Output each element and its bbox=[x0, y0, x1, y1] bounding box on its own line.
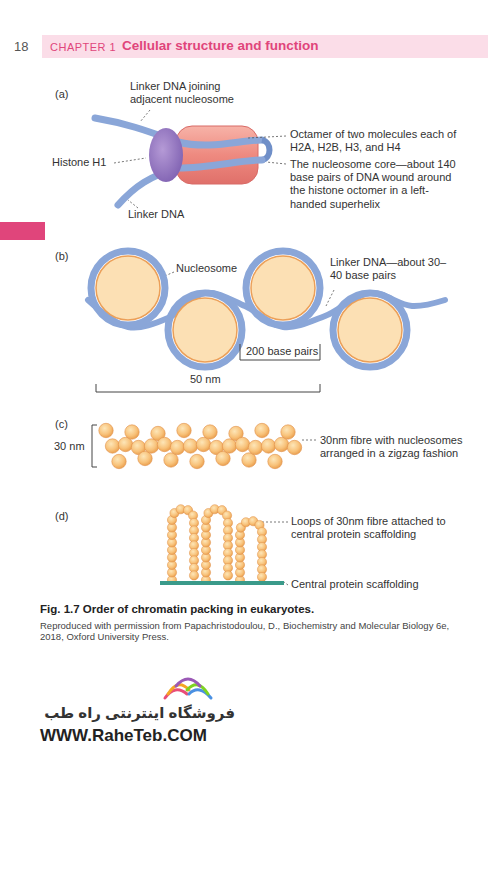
nucleosome-core bbox=[173, 298, 237, 362]
dna-wrap bbox=[178, 160, 262, 168]
nucleosome-bead bbox=[257, 572, 266, 581]
watermark-logo bbox=[165, 679, 211, 698]
nucleosome-bead bbox=[183, 439, 197, 453]
panel-letter: (a) bbox=[55, 88, 68, 101]
nucleosome-bead bbox=[125, 425, 139, 439]
watermark: فروشگاه اینترنتی راه طب bbox=[40, 704, 235, 722]
nucleosome-row bbox=[91, 251, 407, 367]
page-tab bbox=[0, 222, 45, 240]
callout-label: 30nm fibre with nucleosomes arranged in … bbox=[320, 434, 470, 460]
callout-label: Nucleosome bbox=[176, 262, 237, 275]
panel-letter: (c) bbox=[55, 418, 68, 431]
page-number: 18 bbox=[14, 39, 28, 55]
nucleosome-core bbox=[251, 256, 315, 320]
dna-wrap bbox=[178, 140, 262, 145]
leader-line bbox=[266, 162, 286, 164]
callout-label: Histone H1 bbox=[52, 156, 106, 169]
nucleosome-bead bbox=[281, 425, 295, 439]
nucleosome-bead bbox=[118, 437, 132, 451]
nucleosome-bead bbox=[248, 440, 262, 454]
nucleosome-bead bbox=[164, 453, 178, 467]
nucleosome-bead bbox=[112, 454, 126, 468]
nucleosome-bead bbox=[177, 423, 191, 437]
nucleosome-bead bbox=[261, 439, 275, 453]
nucleosome-bead bbox=[144, 439, 158, 453]
histone-octamer bbox=[176, 126, 258, 184]
nucleosome-bead bbox=[170, 440, 184, 454]
nucleosome-bead bbox=[235, 437, 249, 451]
callout-label: Loops of 30nm fibre attached to central … bbox=[291, 515, 476, 541]
nucleosome-bead bbox=[255, 423, 269, 437]
callout-label: Linker DNA joining adjacent nucleosome bbox=[130, 80, 248, 106]
nucleosome-bead bbox=[196, 437, 210, 451]
leader-line bbox=[300, 440, 316, 441]
credit-note: Reproduced with permission from Papachri… bbox=[40, 620, 470, 643]
leader-line bbox=[114, 158, 146, 163]
leader-line bbox=[284, 582, 288, 585]
nucleosome-core bbox=[338, 298, 402, 362]
nucleosome-bead bbox=[105, 439, 119, 453]
30nm-fibre bbox=[99, 423, 302, 468]
callout-label: Linker DNA—about 30–40 base pairs bbox=[330, 256, 452, 282]
dna-ring bbox=[246, 251, 320, 325]
nucleosome-bead bbox=[242, 453, 256, 467]
leader-line bbox=[128, 200, 138, 208]
bracket bbox=[96, 384, 320, 392]
dimension-label: 50 nm bbox=[190, 373, 221, 386]
bracket bbox=[240, 344, 320, 360]
nucleosome-bead bbox=[189, 571, 198, 580]
callout-label: Central protein scaffolding bbox=[291, 578, 419, 591]
dna-ring bbox=[91, 251, 165, 325]
fibre-beads bbox=[167, 505, 266, 585]
nucleosome-bead bbox=[287, 440, 301, 454]
running-title: Cellular structure and function bbox=[122, 38, 319, 54]
chapter-label: CHAPTER 1 bbox=[50, 41, 116, 54]
nucleosome-bead bbox=[268, 454, 282, 468]
leader-line bbox=[262, 522, 288, 523]
nucleosome-bead bbox=[99, 423, 113, 437]
panel-letter: (b) bbox=[55, 250, 68, 263]
dimension-label: 30 nm bbox=[54, 440, 85, 453]
dimension-brackets bbox=[92, 344, 320, 467]
logo-stroke bbox=[187, 685, 208, 694]
nucleosome-bead bbox=[274, 437, 288, 451]
nucleosome-detail bbox=[95, 118, 270, 205]
nucleosome-bead bbox=[216, 451, 230, 465]
header-band bbox=[42, 35, 488, 58]
leader-line bbox=[326, 290, 334, 306]
nucleosome-bead bbox=[157, 437, 171, 451]
panel-letter: (d) bbox=[55, 510, 68, 523]
protein-scaffold bbox=[160, 581, 284, 585]
nucleosome-bead bbox=[223, 571, 232, 580]
nucleosome-bead bbox=[138, 451, 152, 465]
dna-ring bbox=[168, 293, 242, 367]
callout-label: The nucleosome core—about 140 base pairs… bbox=[290, 158, 458, 211]
nucleosome-bead bbox=[190, 454, 204, 468]
leader-line bbox=[140, 110, 150, 122]
nucleosome-core bbox=[96, 256, 160, 320]
dimension-label: 200 base pairs bbox=[246, 345, 318, 358]
dna-ring bbox=[333, 293, 407, 367]
histone-h1 bbox=[149, 128, 183, 182]
watermark: WWW.RaheTeb.COM bbox=[40, 726, 207, 746]
nucleosome-bead bbox=[222, 439, 236, 453]
figure-caption: Fig. 1.7 Order of chromatin packing in e… bbox=[40, 603, 314, 617]
leader-line bbox=[248, 136, 286, 138]
callout-label: Octamer of two molecules each of H2A, H2… bbox=[290, 128, 468, 154]
bracket bbox=[92, 425, 97, 467]
logo-stroke bbox=[176, 679, 200, 686]
callout-label: Linker DNA bbox=[128, 208, 184, 221]
nucleosome-bead bbox=[203, 425, 217, 439]
